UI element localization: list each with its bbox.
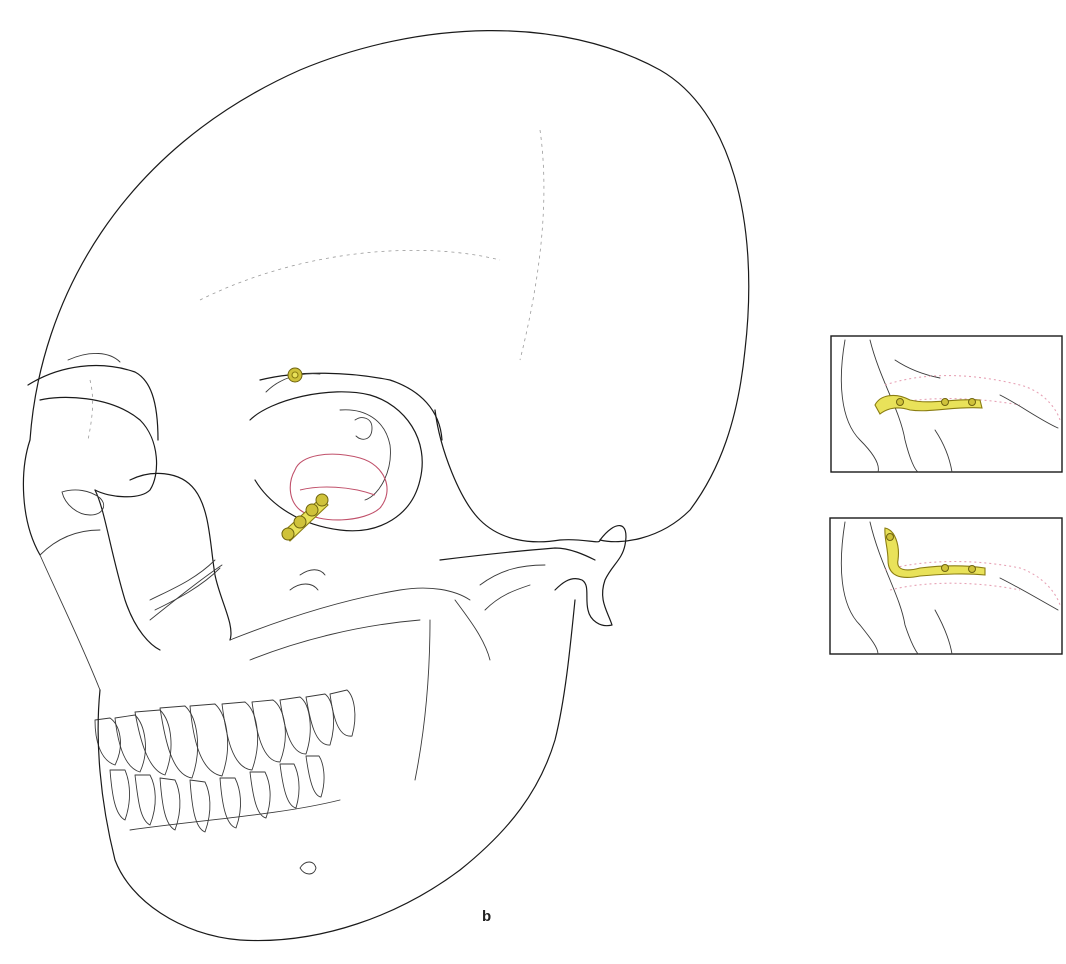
- screw-icon: [897, 399, 904, 406]
- temporal-line: [200, 250, 500, 300]
- tooth: [250, 772, 270, 818]
- maxilla-line: [230, 588, 470, 640]
- orbital-wire: [150, 565, 222, 620]
- upper-teeth: [95, 690, 355, 778]
- screw-icon: [942, 399, 949, 406]
- arch-detail: [480, 565, 545, 585]
- nasal-septum-2: [155, 568, 220, 610]
- tooth: [135, 775, 155, 825]
- screw-icon: [292, 372, 298, 378]
- zygoma: [435, 410, 600, 542]
- mastoid-region: [555, 526, 626, 626]
- screw-icon: [282, 528, 294, 540]
- frontal-suture: [88, 380, 93, 440]
- screw-icon: [942, 565, 949, 572]
- zygomatic-arch: [440, 548, 595, 560]
- infraorbital-notch: [300, 570, 325, 575]
- screw-icon: [887, 534, 894, 541]
- left-orbit: [40, 397, 157, 496]
- supraorbital-screw: [288, 368, 302, 382]
- tooth: [160, 706, 198, 778]
- mandible-ramus: [415, 620, 430, 780]
- tooth: [252, 700, 285, 762]
- tooth: [110, 770, 130, 820]
- screw-icon: [969, 566, 976, 573]
- forehead-edge: [23, 440, 40, 555]
- tooth: [135, 710, 171, 775]
- tooth: [280, 764, 299, 808]
- maxilla-line-2: [250, 620, 420, 660]
- tooth: [160, 778, 180, 830]
- mandible: [98, 600, 575, 941]
- screw-icon: [294, 516, 306, 528]
- tooth: [330, 690, 355, 736]
- orbit-foramen: [355, 418, 372, 440]
- infraorbital-notch-2: [290, 584, 318, 590]
- skull-illustration: [23, 31, 748, 941]
- left-zygoma: [62, 490, 104, 515]
- brow-detail-1: [68, 353, 120, 362]
- orbital-floor-inner: [300, 487, 375, 495]
- tooth: [190, 780, 210, 832]
- screw-icon: [969, 399, 976, 406]
- orbital-rim-plate: [282, 494, 328, 541]
- zygomatic-arch-inset-1: [831, 336, 1062, 472]
- coronal-suture: [520, 130, 544, 360]
- arch-detail-2: [485, 585, 530, 610]
- mental-foramen: [300, 862, 316, 874]
- nasal-left: [130, 473, 231, 640]
- screw-icon: [316, 494, 328, 506]
- zygomatic-arch-inset-2: [830, 518, 1062, 654]
- mandible-notch: [455, 600, 490, 660]
- nasal-right: [95, 490, 160, 650]
- screw-icon: [306, 504, 318, 516]
- tooth: [115, 715, 145, 772]
- tooth: [220, 778, 241, 828]
- left-cheek-line: [40, 530, 100, 555]
- mandible-ridge: [130, 800, 340, 830]
- left-face: [40, 555, 100, 690]
- tooth: [222, 702, 258, 770]
- right-orbit: [250, 392, 422, 531]
- panel-label: b: [482, 908, 491, 925]
- tooth: [306, 756, 324, 797]
